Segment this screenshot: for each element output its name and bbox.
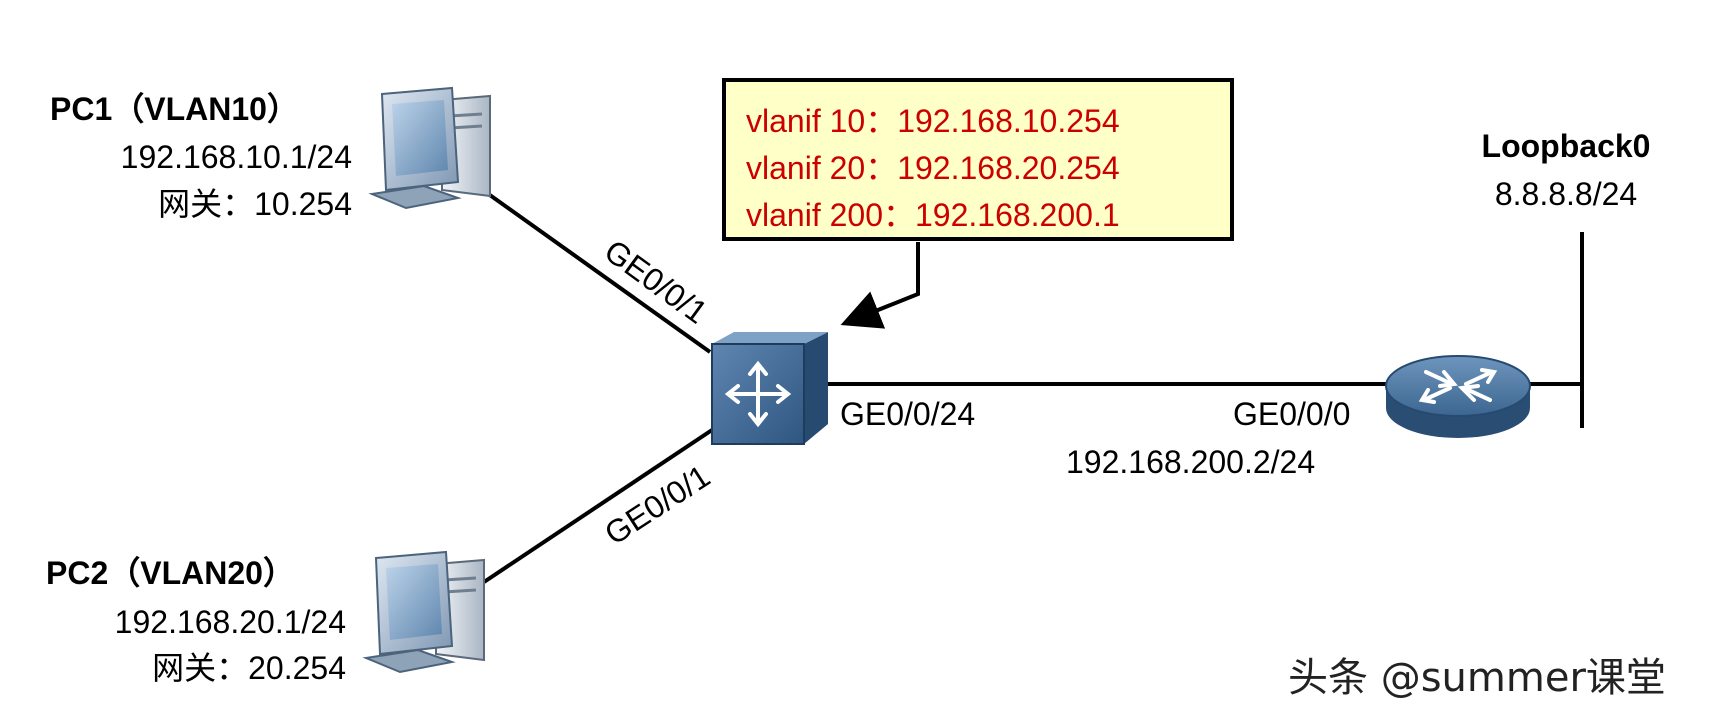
vlanif-10-line: vlanif 10：192.168.10.254 <box>746 103 1120 139</box>
loopback-title: Loopback0 <box>1481 128 1651 164</box>
link-pc2-switch <box>482 428 714 584</box>
pc1-port-label: GE0/0/1 <box>598 233 714 331</box>
pc1-name: PC1（VLAN10） <box>50 91 299 127</box>
router-icon <box>1385 355 1531 438</box>
pc2-name: PC2（VLAN20） <box>46 555 295 591</box>
router-port-label: GE0/0/0 <box>1233 396 1351 432</box>
pc1-ip: 192.168.10.1/24 <box>120 139 352 175</box>
callout-pointer <box>840 242 920 329</box>
pc1-desktop-computer-icon <box>368 86 491 210</box>
vlanif-200-line: vlanif 200：192.168.200.1 <box>746 197 1120 233</box>
pc2-port-label: GE0/0/1 <box>598 458 716 552</box>
pc1-gateway: 网关：10.254 <box>158 186 352 222</box>
pc2-gateway: 网关：20.254 <box>152 650 346 686</box>
router-ip-label: 192.168.200.2/24 <box>1066 444 1316 480</box>
layer3-switch-icon <box>711 332 828 445</box>
vlanif-20-line: vlanif 20：192.168.20.254 <box>746 150 1120 186</box>
watermark: 头条 @summer课堂 <box>1288 655 1666 701</box>
pc2-desktop-computer-icon <box>362 550 485 674</box>
loopback-address: 8.8.8.8/24 <box>1494 176 1638 212</box>
vlanif-callout: vlanif 10：192.168.10.254 vlanif 20：192.1… <box>722 78 1234 241</box>
switch-uplink-port-label: GE0/0/24 <box>840 396 976 432</box>
pc2-ip: 192.168.20.1/24 <box>114 604 346 640</box>
link-pc1-switch <box>478 186 712 354</box>
